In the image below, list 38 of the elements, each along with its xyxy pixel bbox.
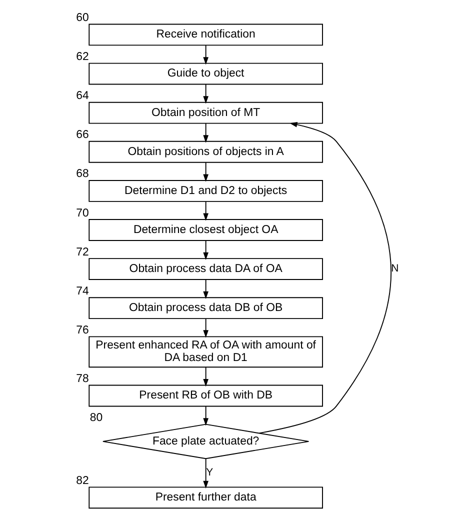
node-label: 64 [76,90,88,102]
node-label: 82 [76,474,88,487]
arrow [202,406,208,426]
node-label: 66 [76,129,88,142]
node-label: 62 [76,51,88,64]
arrow [202,123,208,143]
node-box: Determine closest object OA [88,219,322,241]
node-label: 60 [76,12,88,24]
edge-label: N [390,264,398,275]
node-label: 72 [76,246,88,258]
arrow [202,318,208,338]
node-label: 70 [76,207,88,220]
arrow [202,367,208,387]
node-box: Guide to object [88,62,322,85]
node-label: 74 [76,285,88,298]
node-box: Present RB of OB with DB [88,384,322,407]
arrow [202,44,208,65]
node-box: Obtain process data DB of OB [88,297,322,320]
node-box: Determine D1 and D2 to objects [88,180,322,202]
node-box: Obtain positions of objects in A [88,140,322,163]
edge-label: Y [206,468,213,479]
node-label: 76 [76,324,88,336]
node-label: 78 [76,373,88,386]
node-box: Present enhanced RA of OA with amount of DA based on D1 [88,336,322,368]
arrow [202,240,208,260]
node-box: Obtain process data DA of OA [88,258,322,280]
arrow [202,458,208,488]
node-box: Receive notification [88,24,322,46]
arrow [202,162,208,182]
node-label: 68 [76,168,88,180]
node-box: Obtain position of MT [88,102,322,124]
node-diamond: Face plate actuated? [102,424,309,460]
arrow [202,84,208,104]
node-label: 80 [89,412,102,424]
node-box: Present further data [88,486,322,509]
arrow [202,279,208,300]
arrow [202,201,208,221]
arrow [258,122,392,434]
